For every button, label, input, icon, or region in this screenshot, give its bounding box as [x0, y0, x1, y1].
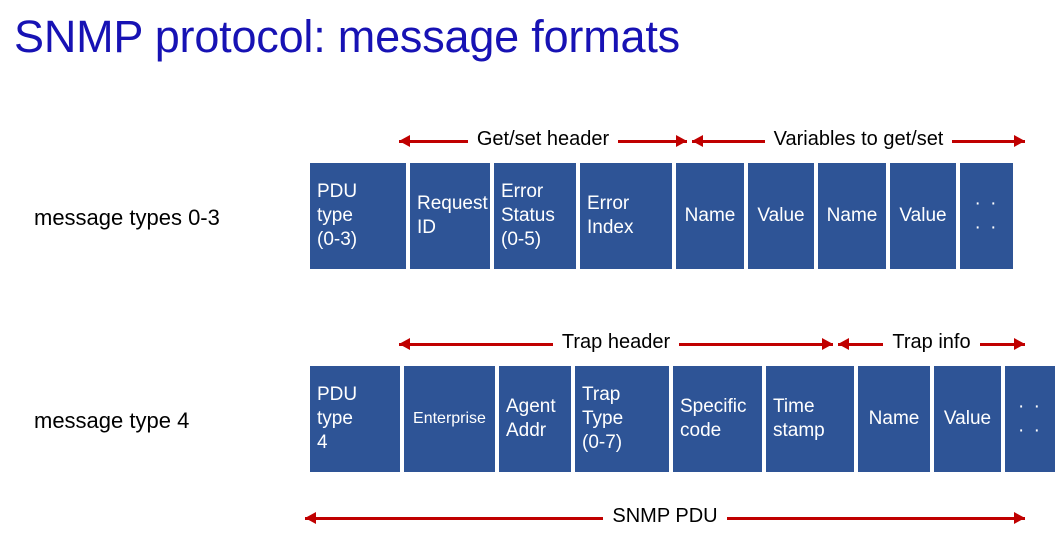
pdu-field-label: Enterprise — [413, 410, 486, 427]
pdu-field-label: Error Status (0-5) — [501, 181, 555, 250]
pdu-field-cell: Name — [676, 163, 744, 269]
pdu-field-cell: Specific code — [673, 366, 762, 472]
row-label-message-types-0-3: message types 0-3 — [34, 205, 220, 230]
pdu-field-label: Time stamp — [773, 396, 825, 441]
annotation-trap-info: Trap info — [838, 331, 1025, 357]
arrow-line-left — [399, 342, 553, 346]
pdu-field-cell: Request ID — [410, 163, 490, 269]
arrow-line-right — [679, 342, 833, 346]
pdu-field-cell: Name — [858, 366, 930, 472]
arrow-line-left — [692, 139, 765, 143]
pdu-field-label: PDU type (0-3) — [317, 181, 358, 250]
pdu-field-label: Error Index — [587, 193, 634, 238]
arrow-line-left — [399, 139, 468, 143]
annotation-variables-to-get-set: Variables to get/set — [692, 128, 1026, 154]
pdu-format-row-message-types-0-3: PDU type (0-3) Request ID Error Status (0-… — [310, 163, 1025, 269]
annotation-getset-header: Get/set header — [399, 128, 687, 154]
pdu-field-cell: Value — [890, 163, 956, 269]
pdu-field-label: Name — [684, 205, 736, 226]
pdu-field-label: Value — [899, 205, 947, 226]
pdu-field-cell: Error Status (0-5) — [494, 163, 576, 269]
arrow-line-right — [952, 139, 1026, 143]
pdu-field-label: PDU type 4 — [317, 384, 358, 453]
pdu-field-cell: Value — [748, 163, 814, 269]
arrow-line-left — [838, 342, 884, 346]
pdu-field-cell: Name — [818, 163, 886, 269]
annotation-label: Trap info — [892, 331, 971, 353]
annotation-label: Get/set header — [476, 128, 610, 150]
pdu-field-cell: · · · · — [960, 163, 1013, 269]
arrow-line-right — [726, 516, 1025, 520]
pdu-field-label: Request ID — [417, 193, 488, 238]
page-title: SNMP protocol: message formats — [14, 11, 680, 62]
pdu-field-label: Specific code — [680, 396, 747, 441]
annotation-label: Variables to get/set — [773, 128, 944, 150]
arrow-line-right — [979, 342, 1025, 346]
pdu-field-label: Value — [943, 408, 992, 429]
annotation-trap-header: Trap header — [399, 331, 833, 357]
pdu-field-cell: Time stamp — [766, 366, 854, 472]
pdu-field-label: · · · · — [974, 193, 999, 238]
arrow-line-right — [618, 139, 687, 143]
pdu-field-label: Value — [757, 205, 805, 226]
pdu-field-label: Name — [868, 408, 920, 429]
pdu-field-label: Name — [826, 205, 878, 226]
pdu-field-cell: Value — [934, 366, 1001, 472]
arrow-line-left — [305, 516, 604, 520]
pdu-field-label: · · · · — [1018, 396, 1042, 441]
pdu-format-row-message-type-4: PDU type 4 Enterprise Agent Addr Trap Type … — [310, 366, 1055, 472]
pdu-field-label: Trap Type (0-7) — [582, 384, 624, 453]
annotation-snmp-pdu: SNMP PDU — [305, 505, 1025, 531]
annotation-label: SNMP PDU — [612, 505, 718, 527]
pdu-field-cell: Trap Type (0-7) — [575, 366, 669, 472]
row-label-message-type-4: message type 4 — [34, 408, 190, 433]
pdu-field-cell: Agent Addr — [499, 366, 571, 472]
pdu-field-cell: PDU type 4 — [310, 366, 400, 472]
pdu-field-cell: Enterprise — [404, 366, 495, 472]
pdu-field-cell: Error Index — [580, 163, 672, 269]
pdu-field-cell: · · · · — [1005, 366, 1055, 472]
annotation-label: Trap header — [561, 331, 671, 353]
pdu-field-label: Agent Addr — [506, 396, 556, 441]
pdu-field-cell: PDU type (0-3) — [310, 163, 406, 269]
